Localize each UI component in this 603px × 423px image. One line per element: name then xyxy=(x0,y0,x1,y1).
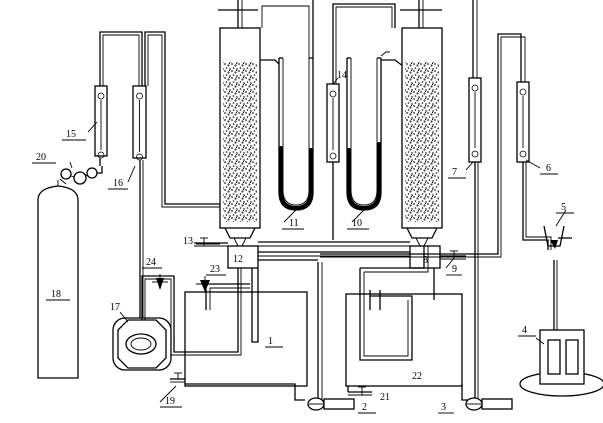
pump xyxy=(112,317,172,371)
label-19: 19 xyxy=(165,396,175,407)
label-3: 3 xyxy=(441,402,446,413)
label-24: 24 xyxy=(146,257,156,268)
label-7: 7 xyxy=(452,167,457,178)
label-14: 14 xyxy=(337,70,347,81)
rotameter-15 xyxy=(94,85,108,159)
label-10: 10 xyxy=(352,218,362,229)
leader-lines xyxy=(69,77,567,403)
label-4: 4 xyxy=(522,325,527,336)
label-13: 13 xyxy=(183,236,193,247)
gas-cylinder xyxy=(37,180,79,379)
pump-2 xyxy=(307,262,355,411)
label-9: 9 xyxy=(452,264,457,275)
right-packed-column xyxy=(400,0,443,269)
valve-13[interactable] xyxy=(194,237,228,247)
pressure-regulator[interactable] xyxy=(59,166,103,185)
number-labels: 1 2 3 4 5 6 7 8 9 10 11 12 13 14 15 16 1… xyxy=(32,70,574,414)
label-15: 15 xyxy=(66,129,76,140)
label-8: 8 xyxy=(423,255,428,266)
label-17: 17 xyxy=(110,302,120,313)
valve-19[interactable] xyxy=(170,372,185,383)
connecting-lines xyxy=(258,241,410,261)
label-2: 2 xyxy=(362,402,367,413)
valve-9[interactable] xyxy=(440,250,466,260)
label-12: 12 xyxy=(233,254,243,265)
valve-5[interactable] xyxy=(543,225,572,249)
label-21: 21 xyxy=(380,392,390,403)
valve-21[interactable] xyxy=(347,386,372,396)
valve-24[interactable] xyxy=(152,274,168,290)
u-manometer-10 xyxy=(346,51,409,211)
label-23: 23 xyxy=(210,264,220,275)
left-packed-column xyxy=(218,0,261,269)
rotameter-7 xyxy=(468,0,482,398)
label-11: 11 xyxy=(289,218,299,229)
label-20: 20 xyxy=(36,152,46,163)
label-22: 22 xyxy=(412,371,422,382)
u-manometer-11 xyxy=(260,0,314,211)
tank-22 xyxy=(345,246,468,401)
pump-3 xyxy=(465,397,513,411)
label-16: 16 xyxy=(113,178,123,189)
label-1: 1 xyxy=(268,336,273,347)
rotameter-16 xyxy=(132,85,147,161)
rotameter-6 xyxy=(320,33,552,258)
label-6: 6 xyxy=(546,163,551,174)
gas-bottle xyxy=(519,260,603,397)
label-18: 18 xyxy=(51,289,61,300)
valve-23[interactable] xyxy=(196,276,214,292)
label-5: 5 xyxy=(561,202,566,213)
tank-1 xyxy=(184,291,308,401)
gas-lines-left xyxy=(99,31,252,320)
